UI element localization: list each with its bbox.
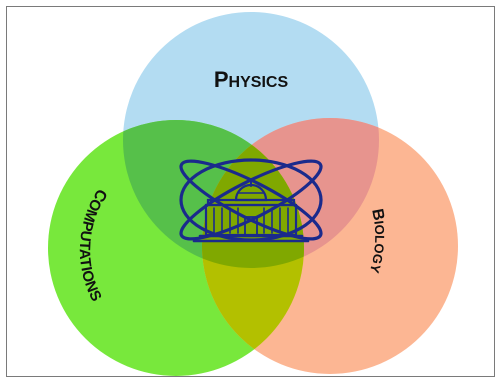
institute-logo-icon (179, 158, 323, 243)
figure-frame (6, 6, 495, 377)
center-overlap (202, 120, 304, 268)
physics-label: PHYSICS (214, 67, 289, 92)
